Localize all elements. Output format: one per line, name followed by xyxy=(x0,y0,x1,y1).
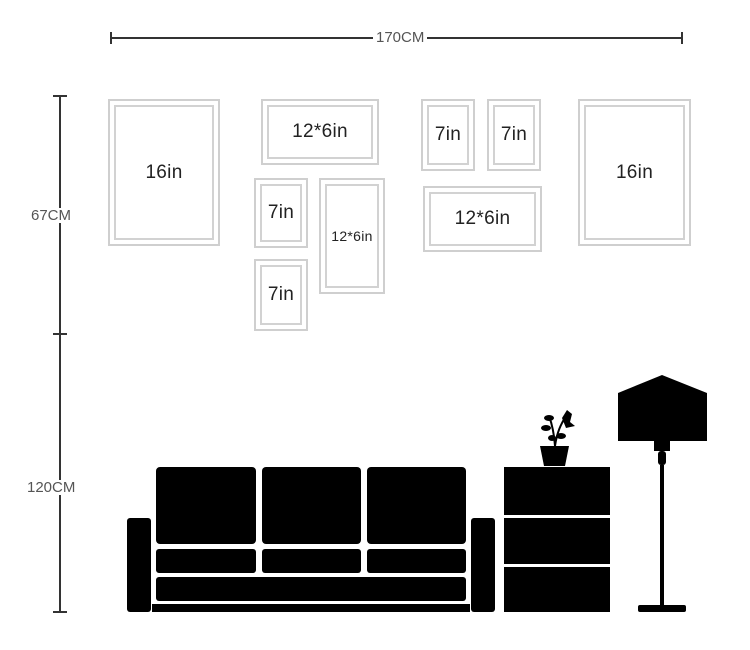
frames-height-label: 67CM xyxy=(28,208,75,223)
frame-16in-left: 16in xyxy=(108,99,220,246)
frame-7in-top-left: 7in xyxy=(421,99,475,171)
wall-height-label: 120CM xyxy=(24,480,79,495)
frame-size-label: 16in xyxy=(615,161,654,183)
frame-7in-top-right: 7in xyxy=(487,99,541,171)
floor-lamp-icon xyxy=(618,375,707,612)
height-dimension-line xyxy=(59,95,61,613)
frame-12x6-right: 12*6in xyxy=(423,186,542,252)
frame-mat: 7in xyxy=(260,184,302,242)
frame-mat: 12*6in xyxy=(429,192,536,246)
sofa-icon xyxy=(127,467,495,612)
plant-pot-icon xyxy=(540,410,575,466)
frame-mat: 16in xyxy=(114,105,214,240)
height-dimension-tick-middle xyxy=(53,333,67,335)
frame-size-label: 12*6in xyxy=(454,208,511,229)
frame-size-label: 7in xyxy=(267,284,295,305)
height-dimension-tick-top xyxy=(53,95,67,97)
width-dimension-tick-left xyxy=(110,32,112,44)
frame-12x6-top: 12*6in xyxy=(261,99,379,165)
width-dimension-tick-right xyxy=(681,32,683,44)
frame-mat: 7in xyxy=(493,105,535,165)
frame-mat: 16in xyxy=(584,105,685,240)
frame-7in-left-upper: 7in xyxy=(254,178,308,248)
frame-size-label: 16in xyxy=(145,161,183,183)
frame-size-label: 12*6in xyxy=(292,121,348,142)
frame-size-label: 7in xyxy=(500,124,528,145)
cabinet-icon xyxy=(504,467,610,612)
frame-7in-left-lower: 7in xyxy=(254,259,308,331)
width-dimension-label: 170CM xyxy=(373,30,428,45)
frame-size-label: 7in xyxy=(434,124,462,145)
frame-mat: 7in xyxy=(260,265,302,325)
height-dimension-tick-bottom xyxy=(53,611,67,613)
frame-mat: 12*6in xyxy=(267,105,373,159)
frame-size-label: 12*6in xyxy=(331,228,373,244)
frame-size-label: 7in xyxy=(267,202,295,223)
frame-mat: 7in xyxy=(427,105,469,165)
frame-16in-right: 16in xyxy=(578,99,691,246)
frame-12x6-vertical: 12*6in xyxy=(319,178,385,294)
frame-mat: 12*6in xyxy=(325,184,379,288)
